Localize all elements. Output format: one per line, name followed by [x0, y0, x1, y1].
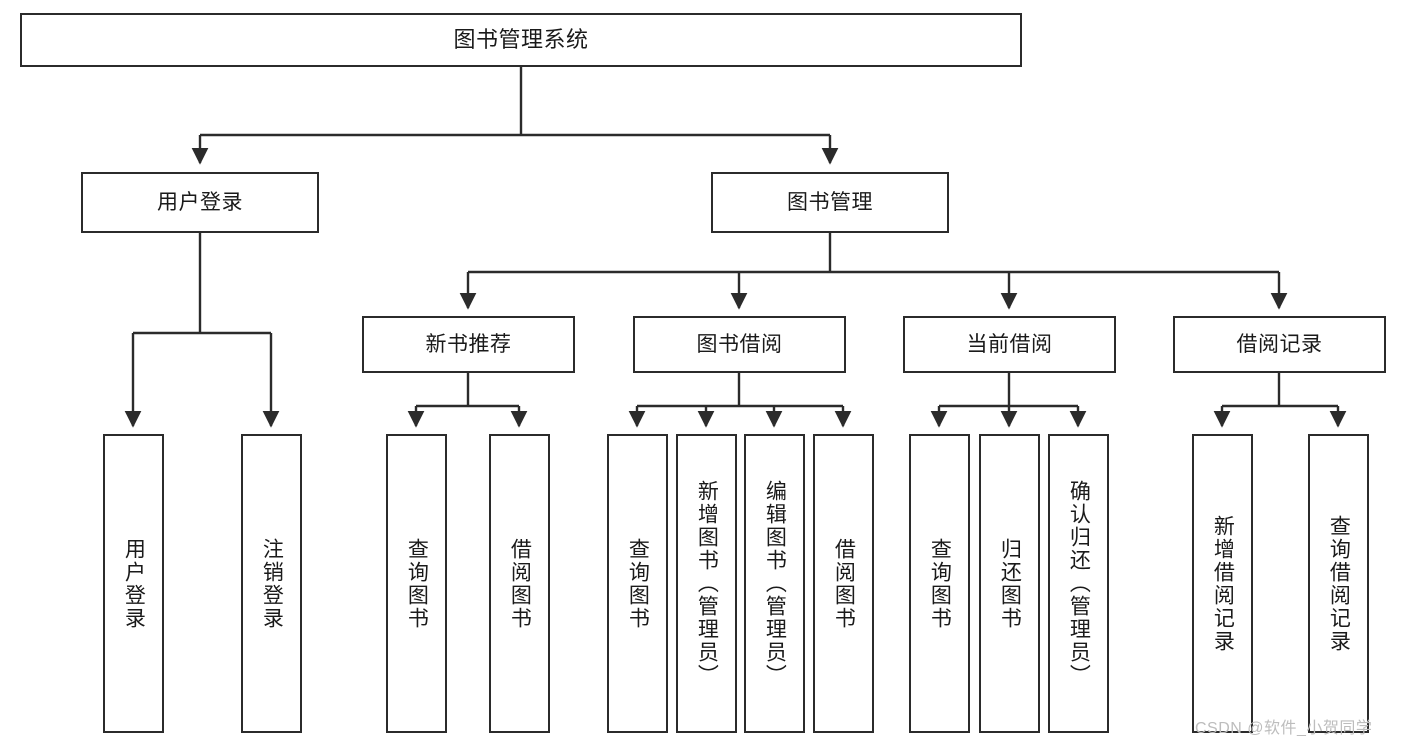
node-leaf-confirm-return-label: 确认归还（管理员） — [1067, 480, 1091, 687]
csdn-watermark: CSDN @软件_小贺同学 — [1195, 720, 1373, 737]
node-leaf-query-book-3-label: 查询图书 — [928, 537, 952, 630]
node-current-borrow[interactable]: 当前借阅 — [903, 316, 1116, 373]
node-leaf-query-book-1[interactable]: 查询图书 — [386, 434, 447, 733]
node-new-book-recommend[interactable]: 新书推荐 — [362, 316, 575, 373]
node-leaf-borrow-book-1-label: 借阅图书 — [508, 537, 532, 630]
node-leaf-logout-login[interactable]: 注销登录 — [241, 434, 302, 733]
node-leaf-borrow-book-2[interactable]: 借阅图书 — [813, 434, 874, 733]
node-leaf-query-book-2[interactable]: 查询图书 — [607, 434, 668, 733]
node-current-borrow-label: 当前借阅 — [966, 332, 1053, 356]
node-book-borrow-label: 图书借阅 — [696, 332, 783, 356]
node-leaf-query-book-1-label: 查询图书 — [405, 537, 429, 630]
node-leaf-add-book[interactable]: 新增图书（管理员） — [676, 434, 737, 733]
node-leaf-add-book-label: 新增图书（管理员） — [695, 480, 719, 687]
node-leaf-user-login-label: 用户登录 — [122, 537, 146, 630]
node-book-management[interactable]: 图书管理 — [711, 172, 949, 233]
node-leaf-return-book[interactable]: 归还图书 — [979, 434, 1040, 733]
node-leaf-query-book-2-label: 查询图书 — [626, 537, 650, 630]
node-leaf-borrow-book-1[interactable]: 借阅图书 — [489, 434, 550, 733]
node-new-book-recommend-label: 新书推荐 — [425, 332, 512, 356]
node-leaf-return-book-label: 归还图书 — [998, 537, 1022, 630]
node-book-management-label: 图书管理 — [787, 190, 873, 214]
node-leaf-borrow-book-2-label: 借阅图书 — [832, 537, 856, 630]
node-leaf-edit-book[interactable]: 编辑图书（管理员） — [744, 434, 805, 733]
node-leaf-edit-book-label: 编辑图书（管理员） — [763, 480, 787, 687]
node-root-label: 图书管理系统 — [453, 26, 589, 52]
node-book-borrow[interactable]: 图书借阅 — [633, 316, 846, 373]
node-root[interactable]: 图书管理系统 — [20, 13, 1022, 67]
node-leaf-user-login[interactable]: 用户登录 — [103, 434, 164, 733]
node-borrow-record-label: 借阅记录 — [1236, 332, 1323, 356]
node-leaf-query-book-3[interactable]: 查询图书 — [909, 434, 970, 733]
node-leaf-add-record[interactable]: 新增借阅记录 — [1192, 434, 1253, 733]
node-leaf-query-record[interactable]: 查询借阅记录 — [1308, 434, 1369, 733]
node-leaf-confirm-return[interactable]: 确认归还（管理员） — [1048, 434, 1109, 733]
node-leaf-add-record-label: 新增借阅记录 — [1211, 514, 1235, 653]
node-leaf-logout-login-label: 注销登录 — [260, 537, 284, 630]
node-user-login[interactable]: 用户登录 — [81, 172, 319, 233]
node-leaf-query-record-label: 查询借阅记录 — [1327, 514, 1351, 653]
node-borrow-record[interactable]: 借阅记录 — [1173, 316, 1386, 373]
node-user-login-label: 用户登录 — [157, 190, 243, 214]
